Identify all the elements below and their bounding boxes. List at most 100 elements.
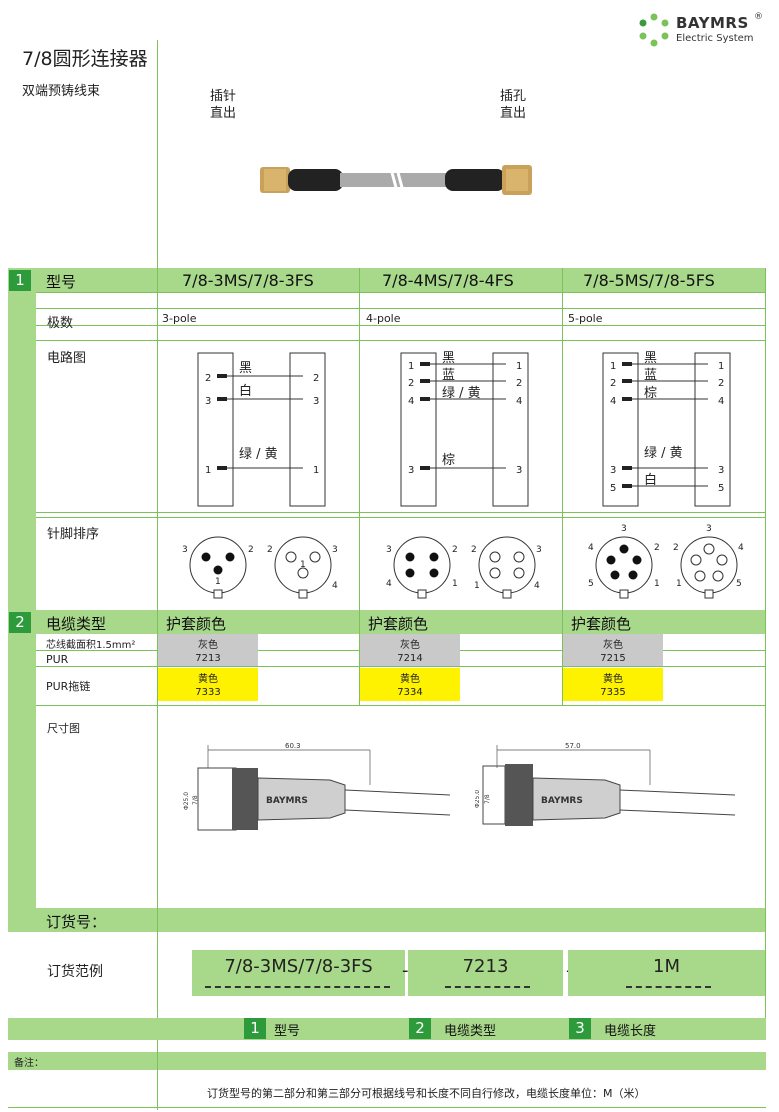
svg-text:4: 4	[386, 579, 392, 589]
end-right-label: 插孔直出	[500, 89, 527, 121]
pur-drag-label: PUR拖链	[46, 680, 91, 693]
c1-wire1: 黑	[239, 361, 252, 376]
pin-label: 针脚排序	[47, 527, 100, 542]
order-length-value: 1M	[653, 956, 680, 977]
svg-text:1: 1	[654, 579, 660, 589]
poles-col3: 5-pole	[568, 312, 603, 325]
svg-text:2: 2	[408, 378, 414, 389]
poles-col1: 3-pole	[162, 312, 197, 325]
svg-text:5: 5	[736, 579, 742, 589]
brand-name: BAYMRS	[676, 14, 749, 32]
svg-text:2: 2	[610, 378, 616, 389]
model-col1: 7/8-3MS/7/8-3FS	[182, 271, 314, 290]
model-col2: 7/8-4MS/7/8-4FS	[382, 271, 514, 290]
legend2-number: 2	[409, 1018, 431, 1039]
svg-text:60.3: 60.3	[285, 742, 301, 750]
svg-text:2: 2	[654, 543, 660, 553]
svg-text:2: 2	[248, 545, 254, 555]
dimension-drawing-2: 57.0 BAYMRS Φ25.0 7/8	[475, 742, 736, 826]
page-subtitle: 双端预铸线束	[22, 84, 101, 99]
svg-text:2: 2	[313, 373, 319, 384]
svg-text:蓝: 蓝	[644, 368, 657, 383]
svg-text:1: 1	[313, 465, 319, 476]
svg-text:3: 3	[408, 465, 414, 476]
svg-text:棕: 棕	[644, 386, 657, 401]
dimension-drawing-1: 60.3 BAYMRS Φ25.0 7/8	[183, 742, 451, 831]
svg-text:7/8: 7/8	[484, 794, 491, 804]
cable-illustration	[260, 164, 532, 196]
legend3-label: 电缆长度	[604, 1024, 657, 1039]
model-col3: 7/8-5MS/7/8-5FS	[583, 271, 715, 290]
brand-logo: BAYMRS ® Electric System	[636, 12, 770, 48]
brand-logo-icon	[639, 13, 669, 47]
note-label: 备注：	[14, 1058, 44, 1069]
page-title: 7/8圆形连接器	[22, 48, 148, 70]
order-cable-box	[408, 950, 563, 996]
svg-text:5: 5	[610, 483, 616, 494]
svg-text:Φ25.0: Φ25.0	[183, 792, 190, 810]
svg-text:白: 白	[644, 472, 657, 488]
svg-text:1: 1	[676, 579, 682, 589]
svg-text:1: 1	[408, 361, 414, 372]
svg-text:1: 1	[474, 581, 480, 591]
brand-tagline: Electric System	[676, 33, 754, 44]
svg-text:1: 1	[300, 560, 306, 570]
dims-label: 尺寸图	[47, 722, 80, 735]
svg-text:4: 4	[718, 396, 724, 407]
svg-text:Φ25.0: Φ25.0	[475, 790, 481, 808]
svg-text:3: 3	[516, 465, 522, 476]
end-left-label: 插针直出	[210, 89, 237, 121]
poles-label: 极数	[47, 316, 74, 331]
svg-text:黑: 黑	[442, 351, 455, 366]
svg-text:4: 4	[738, 543, 744, 553]
section2-number: 2	[9, 612, 31, 633]
circuit-diagram-3: 1 1 2 2 4 4 3 3 5 5 黑 蓝 棕 绿 / 黄 白	[602, 351, 731, 507]
svg-text:3: 3	[332, 545, 338, 555]
svg-text:1: 1	[452, 579, 458, 589]
order-model-box	[192, 950, 405, 996]
svg-text:棕: 棕	[442, 453, 455, 468]
svg-text:4: 4	[610, 396, 616, 407]
c1-wire3: 绿 / 黄	[239, 447, 278, 462]
jacket-col2: 护套颜色	[368, 615, 429, 633]
svg-text:绿 / 黄: 绿 / 黄	[644, 446, 683, 461]
section1-label: 型号	[46, 273, 77, 291]
legend2-label: 电缆类型	[444, 1024, 497, 1039]
svg-text:3: 3	[386, 545, 392, 555]
jacket-col1: 护套颜色	[166, 615, 227, 633]
svg-text:2: 2	[718, 378, 724, 389]
order-model-value: 7/8-3MS/7/8-3FS	[224, 956, 373, 977]
brand-reg: ®	[754, 12, 763, 22]
svg-text:3: 3	[182, 545, 188, 555]
circuit-diagram-2: 1 1 2 2 4 4 3 3 黑 蓝 绿 / 黄 棕	[400, 351, 529, 507]
svg-text:蓝: 蓝	[442, 368, 455, 383]
svg-text:绿 / 黄: 绿 / 黄	[442, 386, 481, 401]
c1-wire2: 白	[239, 383, 252, 399]
svg-text:3: 3	[621, 524, 627, 534]
svg-text:BAYMRS: BAYMRS	[541, 796, 583, 806]
svg-text:黑: 黑	[644, 351, 657, 366]
svg-text:7/8: 7/8	[192, 795, 199, 805]
order-sep-1: -	[402, 960, 409, 981]
svg-text:3: 3	[205, 396, 211, 407]
legend1-label: 型号	[274, 1024, 301, 1039]
svg-text:5: 5	[588, 579, 594, 589]
section1-number: 1	[9, 270, 31, 291]
circuit-diagram-1: 2 2 3 3 1 1 黑 白 绿 / 黄	[197, 352, 326, 507]
order-example-label: 订货范例	[47, 964, 103, 980]
note-text: 订货型号的第二部分和第三部分可根据线号和长度不同自行修改，电缆长度单位：M（米）	[207, 1087, 646, 1100]
svg-text:4: 4	[516, 396, 522, 407]
order-length-box	[568, 950, 765, 996]
svg-text:5: 5	[718, 483, 724, 494]
svg-text:2: 2	[452, 545, 458, 555]
svg-text:1: 1	[610, 361, 616, 372]
svg-text:1: 1	[718, 361, 724, 372]
svg-text:4: 4	[408, 396, 414, 407]
svg-text:3: 3	[313, 396, 319, 407]
svg-text:3: 3	[536, 545, 542, 555]
core-label: 芯线截面积1.5mm²	[46, 640, 136, 651]
order-cable-value: 7213	[462, 956, 509, 977]
